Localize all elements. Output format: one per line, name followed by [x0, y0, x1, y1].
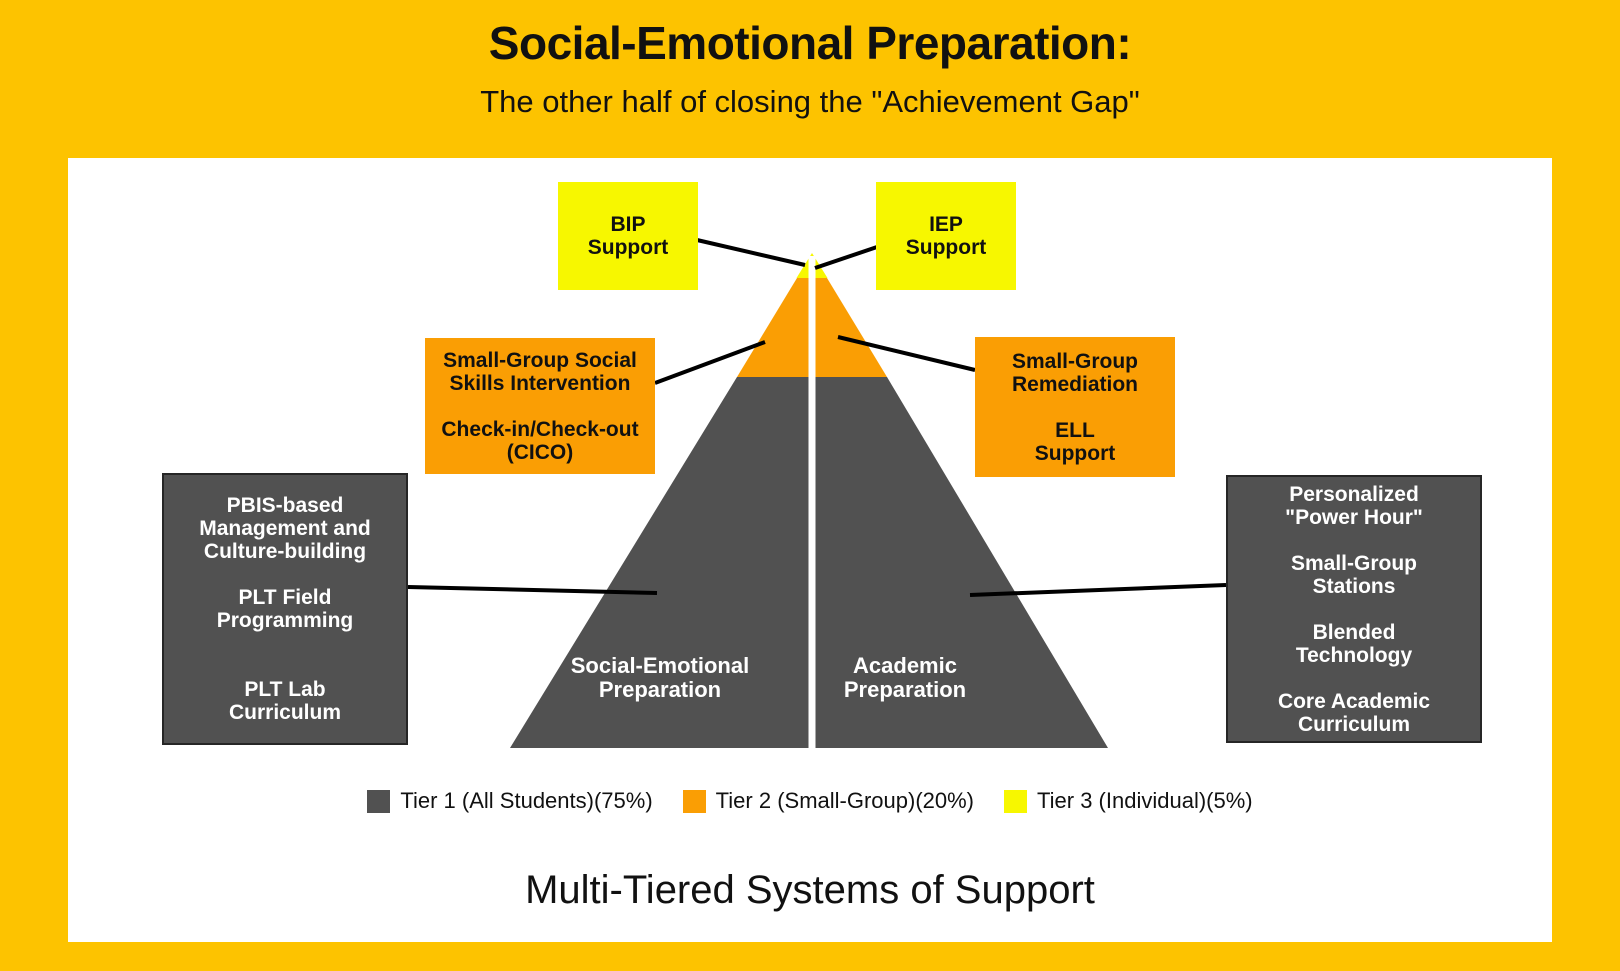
- iep-support-label: IEP Support: [905, 213, 987, 259]
- tier1-right-label: Personalized "Power Hour" Small-Group St…: [1277, 482, 1431, 736]
- bip-support-box: BIP Support: [558, 182, 698, 290]
- tier2-left-box: Small-Group Social Skills Intervention C…: [425, 338, 655, 474]
- tier1-swatch-icon: [367, 789, 391, 813]
- tier1-left-connector-line: [407, 585, 658, 595]
- bip-support-label: BIP Support: [587, 213, 669, 259]
- tier2-right-label: Small-Group Remediation ELL Support: [1011, 349, 1139, 465]
- iep-connector-line: [814, 245, 878, 270]
- pyramid-right-half-label: Academic Preparation: [843, 653, 967, 702]
- iep-support-box: IEP Support: [876, 182, 1016, 290]
- page-title: Social-Emotional Preparation:: [488, 17, 1132, 69]
- tier2-swatch-icon: [682, 789, 706, 813]
- legend-item-tier1: Tier 1 (All Students)(75%): [367, 788, 653, 814]
- tier2-right-box: Small-Group Remediation ELL Support: [975, 337, 1175, 477]
- tier2-right-connector-line: [837, 335, 976, 372]
- diagram-panel: BIP Support IEP Support Small-Group Soci…: [68, 158, 1552, 942]
- bip-connector-line: [696, 238, 806, 267]
- legend-label-tier1: Tier 1 (All Students)(75%): [400, 788, 653, 813]
- legend-label-tier2: Tier 2 (Small-Group)(20%): [715, 788, 975, 813]
- page-subtitle: The other half of closing the "Achieveme…: [480, 84, 1140, 119]
- pyramid-left-half-label: Social-Emotional Preparation: [570, 653, 750, 702]
- legend-item-tier2: Tier 2 (Small-Group)(20%): [682, 788, 975, 814]
- tier1-left-box: PBIS-based Management and Culture-buildi…: [162, 473, 408, 745]
- tier1-right-box: Personalized "Power Hour" Small-Group St…: [1226, 475, 1482, 743]
- diagram-title: Multi-Tiered Systems of Support: [525, 868, 1095, 912]
- pyramid-diagram: [407, 238, 1227, 748]
- legend-label-tier3: Tier 3 (Individual)(5%): [1037, 788, 1253, 813]
- tier2-left-label: Small-Group Social Skills Intervention C…: [441, 348, 639, 464]
- tier3-swatch-icon: [1004, 789, 1028, 813]
- legend-item-tier3: Tier 3 (Individual)(5%): [1004, 788, 1253, 814]
- tier-legend: Tier 1 (All Students)(75%) Tier 2 (Small…: [68, 788, 1552, 814]
- tier1-right-connector-line: [969, 583, 1227, 597]
- tier1-left-label: PBIS-based Management and Culture-buildi…: [199, 494, 371, 724]
- tier2-left-connector-line: [654, 340, 766, 385]
